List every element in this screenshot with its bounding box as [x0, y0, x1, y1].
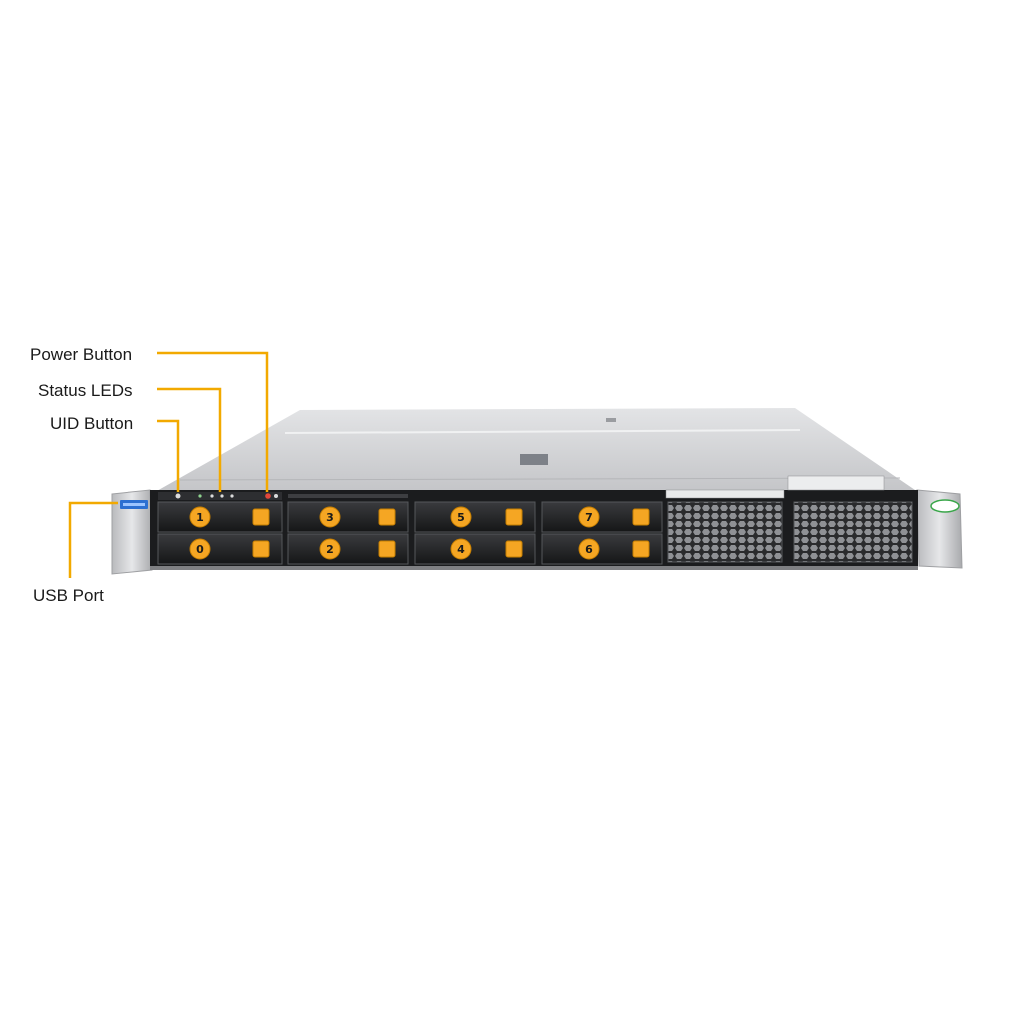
status-led: [220, 494, 224, 498]
usb-port-callout-line: [68, 501, 118, 578]
power-button-label: Power Button: [30, 345, 133, 364]
uid-button-label: UID Button: [50, 414, 134, 433]
uid-button-icon[interactable]: [175, 493, 181, 499]
status-led: [210, 494, 214, 498]
bay-number: 7: [585, 511, 593, 524]
bay-latch[interactable]: [632, 540, 650, 558]
chassis-top: [155, 408, 915, 492]
chassis-label-icon: [520, 454, 548, 465]
bay-number: 2: [326, 543, 334, 556]
brand-logo-icon: [930, 499, 960, 513]
bay-number: 1: [196, 511, 204, 524]
bay-number: 6: [585, 543, 593, 556]
drive-bay-group-3: [414, 501, 536, 565]
bay-latch[interactable]: [505, 508, 523, 526]
bay-number: 5: [457, 511, 465, 524]
bay-latch[interactable]: [632, 508, 650, 526]
status-leds-label: Status LEDs: [38, 381, 133, 400]
bay-latch[interactable]: [252, 540, 270, 558]
bay-latch[interactable]: [378, 540, 396, 558]
bay-latch[interactable]: [378, 508, 396, 526]
bay-number: 3: [326, 511, 334, 524]
uid-button-callout-line: [157, 419, 180, 492]
right-rack-ear: [916, 489, 963, 569]
bay-markers: 1 3 5 7 0 2 4 6: [189, 506, 650, 560]
bay-latch[interactable]: [505, 540, 523, 558]
vent-grille-right: [787, 475, 913, 563]
callout-lines: [68, 351, 269, 578]
power-button-icon[interactable]: [265, 493, 271, 499]
control-strip: [158, 492, 282, 500]
vent-grille-icon: [793, 501, 913, 563]
vent-grille-icon: [667, 501, 783, 563]
bay-number: 4: [457, 543, 465, 556]
bay-number: 0: [196, 543, 204, 556]
usb-port-label: USB Port: [33, 586, 104, 605]
bay-latch[interactable]: [252, 508, 270, 526]
status-leds-callout-line: [157, 387, 222, 492]
left-rack-ear: [111, 489, 153, 575]
status-led: [198, 494, 202, 498]
status-led: [230, 494, 234, 498]
vent-grille-left: [665, 489, 785, 563]
power-button-callout-line: [157, 351, 269, 492]
